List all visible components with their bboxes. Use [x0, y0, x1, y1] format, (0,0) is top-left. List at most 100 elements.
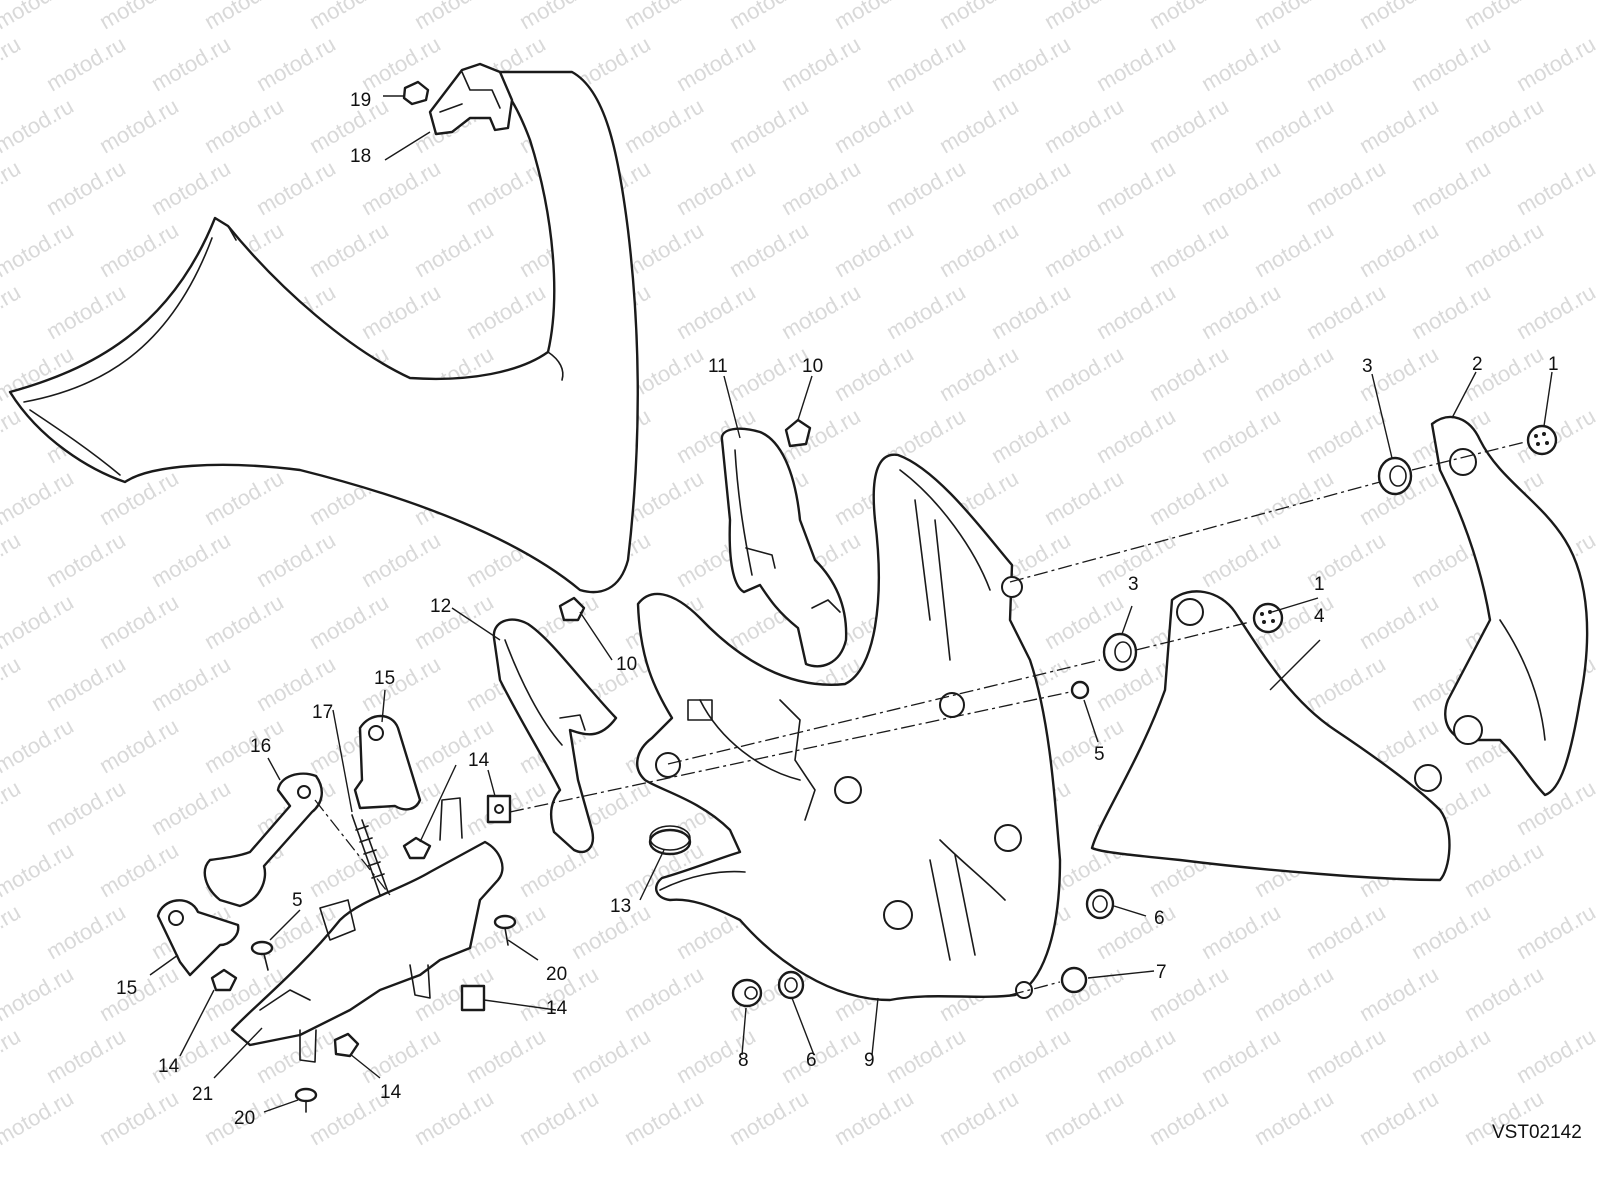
watermark-text: motod.ru	[357, 31, 445, 96]
watermark-text: motod.ru	[882, 31, 970, 96]
watermark-text: motod.ru	[935, 217, 1023, 282]
watermark-text: motod.ru	[620, 1085, 708, 1150]
callout-20-left: 20	[234, 1108, 255, 1129]
callout-7: 7	[1156, 962, 1167, 983]
watermark-text: motod.ru	[1145, 1085, 1233, 1150]
watermark-text: motod.ru	[305, 217, 393, 282]
watermark-text: motod.ru	[200, 0, 288, 34]
watermark-text: motod.ru	[725, 0, 813, 34]
watermark-text: motod.ru	[1250, 465, 1338, 530]
callout-14-upper: 14	[468, 750, 490, 771]
watermark-text: motod.ru	[0, 899, 25, 964]
watermark-text: motod.ru	[1460, 93, 1548, 158]
callout-3-lower: 3	[1128, 574, 1139, 595]
watermark-text: motod.ru	[1512, 1023, 1600, 1088]
callout-17: 17	[312, 702, 333, 723]
fairing-panel	[8, 70, 639, 594]
callout-10-upper: 10	[802, 356, 823, 377]
watermark-text: motod.ru	[462, 279, 550, 344]
callout-9: 9	[864, 1050, 875, 1071]
watermark-text: motod.ru	[1250, 961, 1338, 1026]
watermark-text: motod.ru	[882, 279, 970, 344]
watermark-text: motod.ru	[1040, 961, 1128, 1026]
watermark-text: motod.ru	[1460, 837, 1548, 902]
watermark-text: motod.ru	[830, 0, 918, 34]
watermark-text: motod.ru	[672, 155, 760, 220]
watermark-text: motod.ru	[830, 217, 918, 282]
watermark-text: motod.ru	[42, 899, 130, 964]
screw-20-left	[294, 1087, 318, 1113]
watermark-text: motod.ru	[42, 31, 130, 96]
watermark-text: motod.ru	[1040, 93, 1128, 158]
callout-21: 21	[192, 1084, 213, 1105]
watermark-text: motod.ru	[200, 93, 288, 158]
watermark-text: motod.ru	[95, 961, 183, 1026]
side-panel-12	[492, 618, 618, 854]
watermark-text: motod.ru	[987, 155, 1075, 220]
watermark-text: motod.ru	[1040, 1085, 1128, 1150]
watermark-text: motod.ru	[410, 1085, 498, 1150]
watermark-text: motod.ru	[725, 217, 813, 282]
watermark-text: motod.ru	[777, 1023, 865, 1088]
watermark-text: motod.ru	[0, 93, 78, 158]
callout-15-upper: 15	[374, 668, 395, 689]
watermark-text: motod.ru	[1407, 899, 1495, 964]
watermark-text: motod.ru	[357, 527, 445, 592]
watermark-text: motod.ru	[200, 465, 288, 530]
watermark-text: motod.ru	[1040, 713, 1128, 778]
watermark-text: motod.ru	[1092, 403, 1180, 468]
watermark-text: motod.ru	[672, 31, 760, 96]
watermark-text: motod.ru	[95, 837, 183, 902]
watermark-text: motod.ru	[1512, 899, 1600, 964]
watermark-text: motod.ru	[357, 651, 445, 716]
watermark-text: motod.ru	[0, 279, 25, 344]
callout-10-lower: 10	[616, 654, 637, 675]
watermark-text: motod.ru	[1302, 651, 1390, 716]
watermark-text: motod.ru	[0, 651, 25, 716]
watermark-text: motod.ru	[1145, 0, 1233, 34]
watermark-text: motod.ru	[1355, 93, 1443, 158]
watermark-text: motod.ru	[935, 341, 1023, 406]
watermark-text: motod.ru	[1460, 0, 1548, 34]
watermark-text: motod.ru	[42, 651, 130, 716]
callout-15-lower: 15	[116, 978, 137, 999]
callout-12: 12	[430, 596, 451, 617]
bracket-15-upper	[353, 714, 422, 811]
callout-6-right: 6	[1154, 908, 1165, 929]
watermark-text: motod.ru	[0, 403, 25, 468]
watermark-text: motod.ru	[147, 31, 235, 96]
callout-14-right: 14	[546, 998, 568, 1019]
watermark-text: motod.ru	[252, 31, 340, 96]
watermark-text: motod.ru	[0, 837, 78, 902]
watermark-text: motod.ru	[357, 279, 445, 344]
watermark-text: motod.ru	[1407, 155, 1495, 220]
watermark-text: motod.ru	[42, 775, 130, 840]
watermark-text: motod.ru	[1145, 465, 1233, 530]
callout-13: 13	[610, 896, 631, 917]
cap-1-lower	[1252, 602, 1284, 634]
watermark-text: motod.ru	[1250, 217, 1338, 282]
watermark-text: motod.ru	[1250, 1085, 1338, 1150]
watermark-text: motod.ru	[777, 155, 865, 220]
screw-5-right	[1070, 680, 1090, 700]
callout-1-lower: 1	[1314, 574, 1325, 595]
main-frame-9	[636, 453, 1062, 1002]
watermark-text: motod.ru	[1407, 31, 1495, 96]
callout-2: 2	[1472, 354, 1483, 375]
callout-20-right: 20	[546, 964, 567, 985]
watermark-text: motod.ru	[777, 279, 865, 344]
watermark-text: motod.ru	[1460, 961, 1548, 1026]
watermark-text: motod.ru	[1355, 217, 1443, 282]
watermark-text: motod.ru	[1355, 961, 1443, 1026]
watermark-text: motod.ru	[1302, 403, 1390, 468]
grommet-3-upper	[1377, 456, 1413, 496]
watermark-text: motod.ru	[830, 93, 918, 158]
watermark-text: motod.ru	[620, 961, 708, 1026]
watermark-text: motod.ru	[1302, 155, 1390, 220]
callout-3-upper: 3	[1362, 356, 1373, 377]
watermark-text: motod.ru	[147, 775, 235, 840]
watermark-text: motod.ru	[42, 155, 130, 220]
watermark-text: motod.ru	[95, 589, 183, 654]
callout-1-upper: 1	[1548, 354, 1559, 375]
